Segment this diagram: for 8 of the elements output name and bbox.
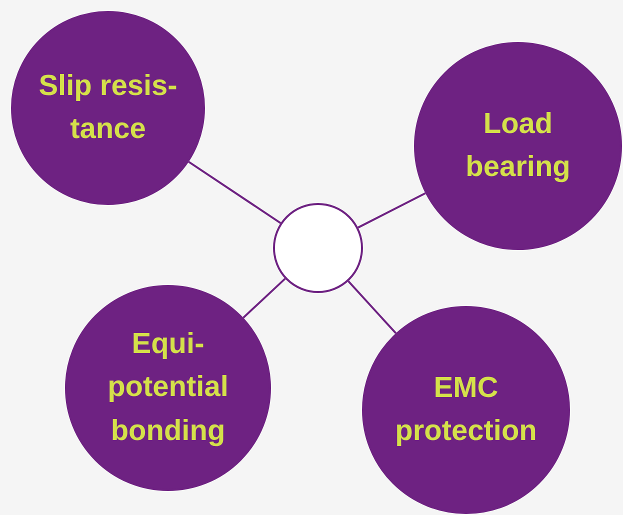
connector-line (358, 192, 426, 228)
connector-line (348, 280, 397, 334)
connector-line (188, 160, 282, 224)
circle-label: EMC protection (394, 370, 538, 449)
connector-line (242, 278, 286, 318)
circle-label: Slip resis- tance (38, 68, 178, 147)
circle-label: Load bearing (464, 106, 572, 185)
circle-label: Equi- potential bonding (106, 326, 230, 449)
